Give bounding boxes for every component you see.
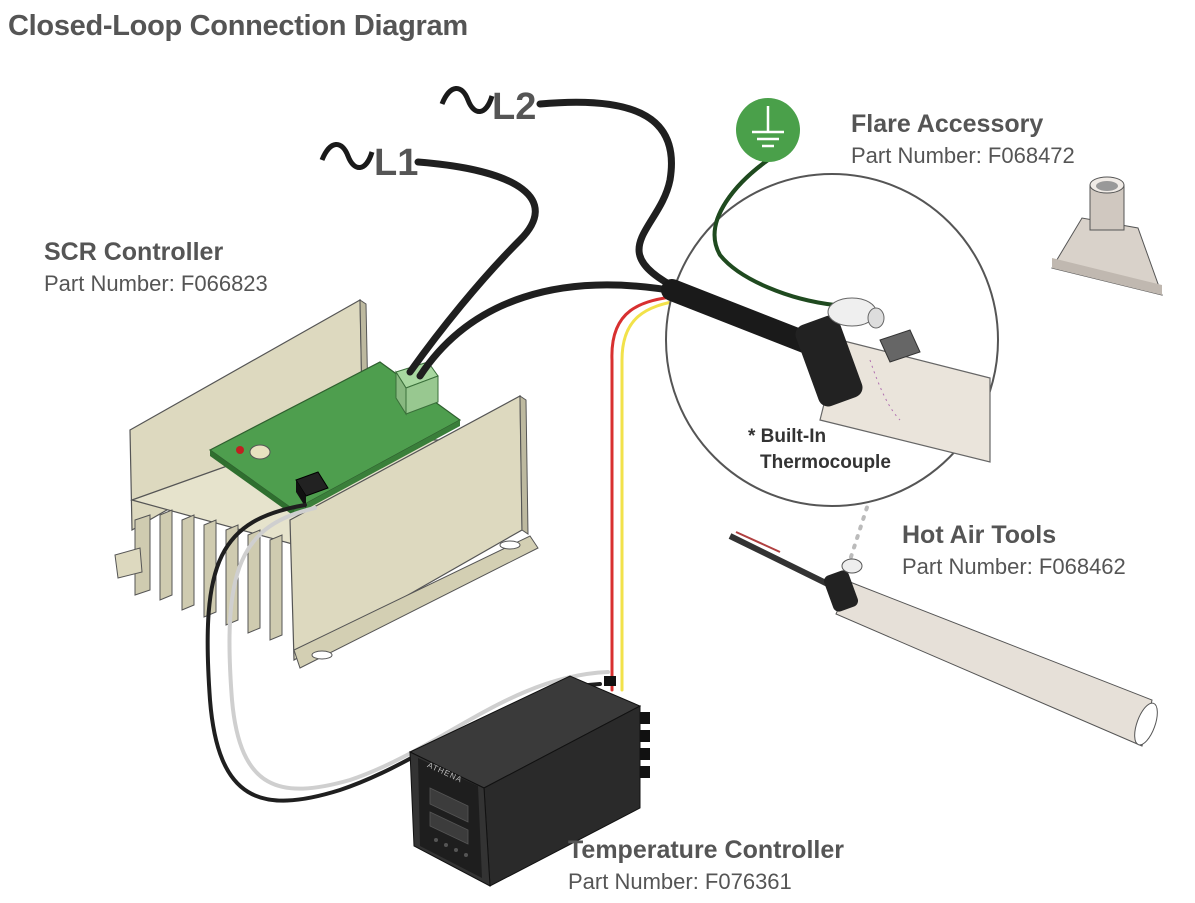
hot-air-part-number: Part Number: F068462 bbox=[902, 554, 1126, 579]
hot-air-tool-part bbox=[728, 531, 1158, 747]
flare-label: Flare Accessory Part Number: F068472 bbox=[851, 110, 1075, 169]
page-title: Closed-Loop Connection Diagram bbox=[8, 10, 468, 42]
temp-controller-name: Temperature Controller bbox=[568, 836, 844, 864]
hot-air-label: Hot Air Tools Part Number: F068462 bbox=[902, 521, 1126, 580]
ground-symbol-icon bbox=[736, 98, 800, 162]
thermocouple-note: * Built-In Thermocouple bbox=[748, 424, 891, 476]
temp-controller-part-number: Part Number: F076361 bbox=[568, 869, 792, 894]
flare-zoom-circle bbox=[661, 158, 999, 507]
flare-accessory-part bbox=[1051, 176, 1163, 296]
ac-sine-icon-l1 bbox=[319, 142, 375, 170]
thermocouple-note-line1: * Built-In bbox=[748, 426, 827, 447]
scr-label: SCR Controller Part Number: F066823 bbox=[44, 238, 268, 297]
scr-name: SCR Controller bbox=[44, 238, 224, 266]
line-l2-label: L2 bbox=[492, 86, 537, 128]
ac-sine-icon-l2 bbox=[439, 86, 495, 114]
flare-part-number: Part Number: F068472 bbox=[851, 143, 1075, 168]
line-l1-label: L1 bbox=[374, 142, 419, 184]
temp-controller-label: Temperature Controller Part Number: F076… bbox=[568, 836, 844, 895]
thermocouple-note-line2: Thermocouple bbox=[760, 452, 891, 473]
flare-name: Flare Accessory bbox=[851, 110, 1044, 138]
hot-air-name: Hot Air Tools bbox=[902, 521, 1057, 549]
scr-part-number: Part Number: F066823 bbox=[44, 271, 268, 296]
temperature-controller-part bbox=[408, 675, 650, 887]
